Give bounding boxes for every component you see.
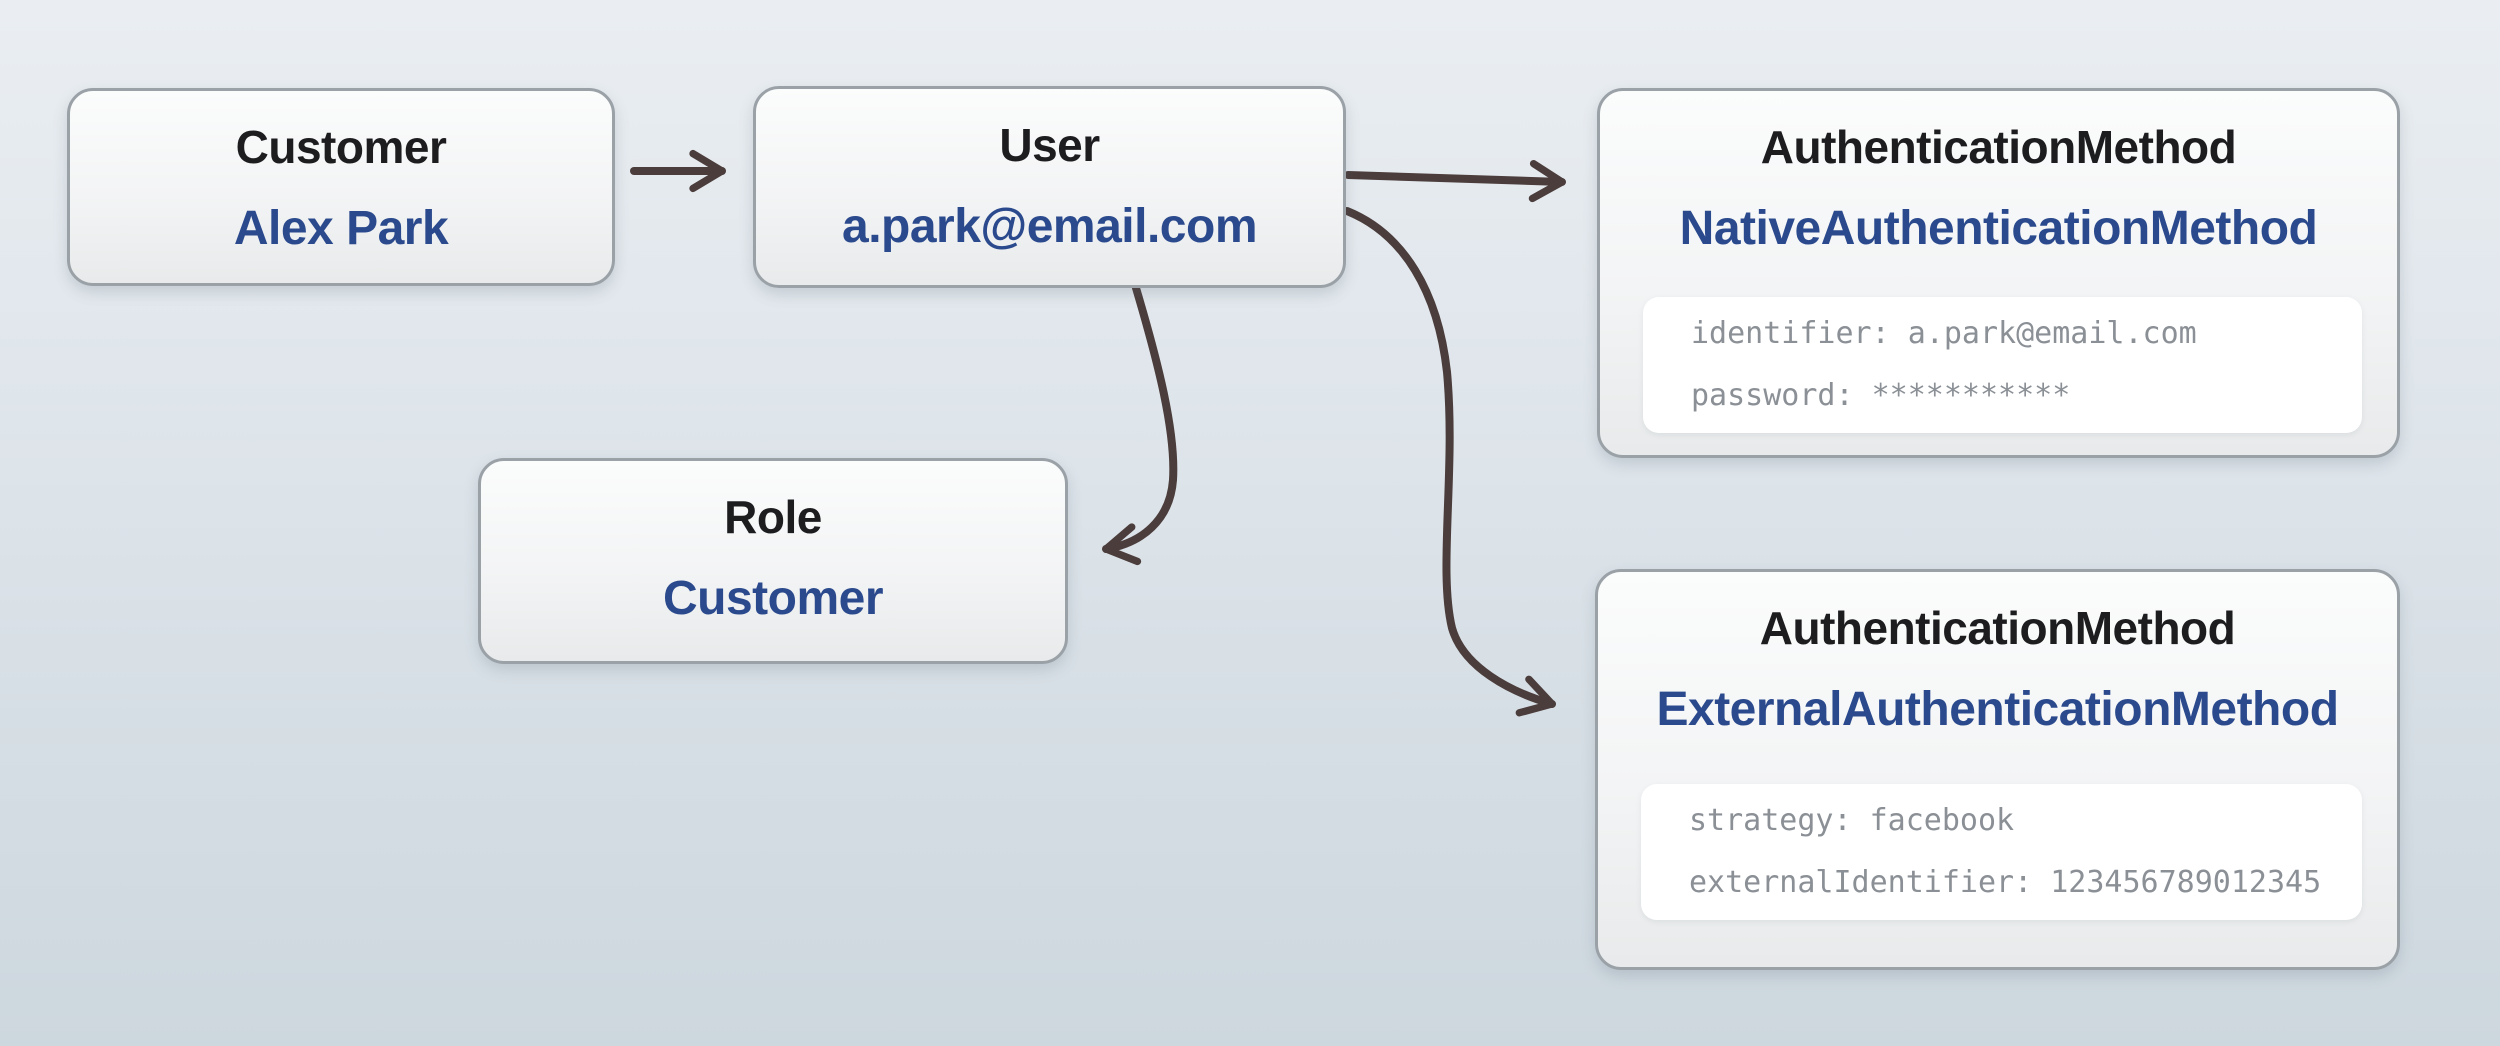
edge-user-to-role bbox=[1102, 284, 1178, 566]
node-instance-label: Alex Park bbox=[233, 202, 449, 255]
node-type-label: Role bbox=[724, 491, 822, 543]
attributes-panel: strategy: facebook externalIdentifier: 1… bbox=[1641, 784, 2362, 920]
attribute-strategy: strategy: facebook bbox=[1689, 803, 2015, 838]
attribute-external-identifier: externalIdentifier: 123456789012345 bbox=[1689, 865, 2322, 900]
entity-node-external-authentication-method: AuthenticationMethod ExternalAuthenticat… bbox=[1595, 569, 2400, 970]
edge-user-to-native-authentication-method bbox=[1344, 159, 1566, 203]
entity-node-customer: Customer Alex Park bbox=[67, 88, 615, 286]
node-instance-label: ExternalAuthenticationMethod bbox=[1656, 683, 2339, 736]
node-type-label: User bbox=[999, 119, 1100, 171]
edge-user-to-external-authentication-method bbox=[1343, 207, 1556, 717]
node-type-label: AuthenticationMethod bbox=[1759, 602, 2236, 654]
entity-node-native-authentication-method: AuthenticationMethod NativeAuthenticatio… bbox=[1597, 88, 2400, 458]
node-instance-label: NativeAuthenticationMethod bbox=[1679, 202, 2318, 255]
node-instance-label: Customer bbox=[662, 572, 884, 625]
attribute-identifier: identifier: a.park@email.com bbox=[1691, 316, 2197, 351]
attributes-panel: identifier: a.park@email.com password: *… bbox=[1643, 297, 2362, 433]
node-type-label: AuthenticationMethod bbox=[1760, 121, 2237, 173]
attribute-password: password: *********** bbox=[1691, 378, 2071, 413]
node-type-label: Customer bbox=[235, 121, 447, 173]
entity-node-user: User a.park@email.com bbox=[753, 86, 1346, 288]
node-instance-label: a.park@email.com bbox=[842, 200, 1258, 253]
entity-node-role: Role Customer bbox=[478, 458, 1068, 664]
